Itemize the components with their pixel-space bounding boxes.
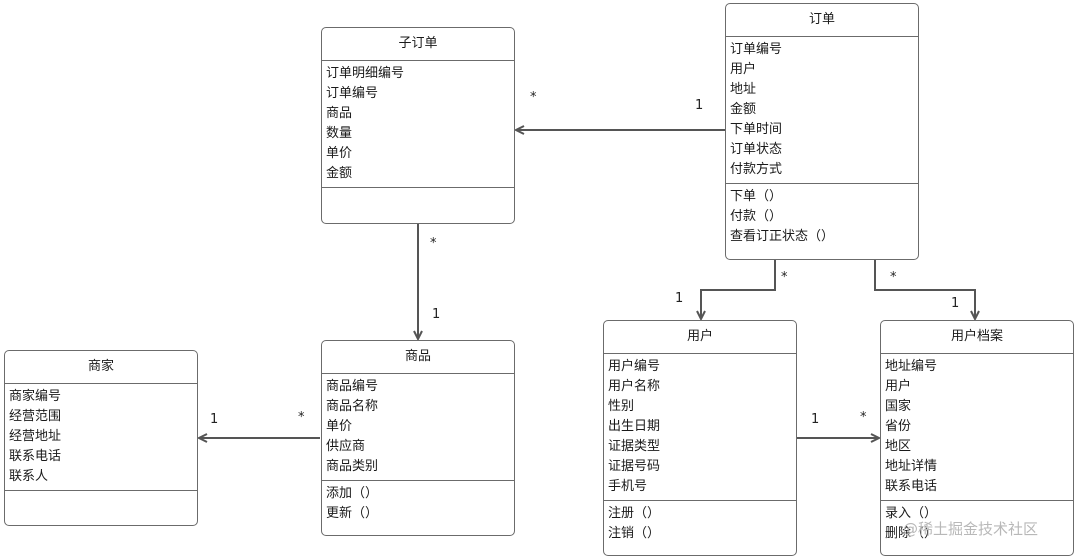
- class-attribute: 经营地址: [9, 429, 62, 444]
- class-operation: 下单（）: [730, 189, 783, 204]
- class-attribute: 商品编号: [326, 379, 379, 394]
- class-attribute: 联系人: [9, 469, 49, 484]
- class-attribute: 经营范围: [9, 409, 62, 424]
- class-attributes: 订单明细编号订单编号商品数量单价金额: [322, 61, 514, 188]
- class-attributes: 商品编号商品名称单价供应商商品类别: [322, 374, 514, 481]
- class-attributes: 地址编号用户国家省份地区地址详情联系电话: [881, 354, 1073, 501]
- class-attribute: 用户: [885, 379, 912, 394]
- class-operations: 添加（） 更新（）: [322, 481, 514, 527]
- class-operation: 录入（）: [885, 506, 938, 521]
- mult-product-merchant-dst: 1: [210, 412, 218, 427]
- class-title: 商品: [322, 341, 514, 374]
- class-profile[interactable]: 用户档案 地址编号用户国家省份地区地址详情联系电话 录入（） 删除（）: [880, 320, 1074, 556]
- class-attribute: 商家编号: [9, 389, 62, 404]
- class-operation: 查看订正状态（）: [730, 229, 835, 244]
- class-attribute: 地址: [730, 82, 757, 97]
- class-suborder[interactable]: 子订单 订单明细编号订单编号商品数量单价金额: [321, 27, 515, 224]
- class-attributes: 用户编号用户名称性别出生日期证据类型证据号码手机号: [604, 354, 796, 501]
- class-operations: 录入（） 删除（）: [881, 501, 1073, 547]
- class-operation: 更新（）: [326, 506, 379, 521]
- class-attribute: 地址编号: [885, 359, 938, 374]
- mult-order-suborder-src: 1: [695, 98, 703, 113]
- class-product[interactable]: 商品 商品编号商品名称单价供应商商品类别 添加（） 更新（）: [321, 340, 515, 536]
- class-attribute: 用户编号: [608, 359, 661, 374]
- class-user[interactable]: 用户 用户编号用户名称性别出生日期证据类型证据号码手机号 注册（） 注销（）: [603, 320, 797, 556]
- class-operation: 付款（）: [730, 209, 783, 224]
- mult-order-user-dst: 1: [675, 291, 683, 306]
- mult-suborder-product-src: *: [430, 236, 437, 251]
- class-operation: 注销（）: [608, 526, 661, 541]
- watermark: @稀土掘金技术社区: [903, 520, 1039, 538]
- mult-user-profile-dst: *: [860, 410, 867, 425]
- order-to-profile-line: [874, 260, 975, 319]
- mult-suborder-product-dst: 1: [432, 307, 440, 322]
- class-attribute: 单价: [326, 146, 353, 161]
- class-attribute: 联系电话: [9, 449, 62, 464]
- class-title: 用户档案: [881, 321, 1073, 354]
- class-attribute: 地址详情: [885, 459, 938, 474]
- class-title: 子订单: [322, 28, 514, 61]
- class-attribute: 订单状态: [730, 142, 783, 157]
- class-attribute: 国家: [885, 399, 912, 414]
- class-operation: 删除（）: [885, 526, 938, 541]
- class-attribute: 商品类别: [326, 459, 379, 474]
- class-attribute: 数量: [326, 126, 353, 141]
- class-attribute: 订单编号: [326, 86, 379, 101]
- order-to-user-line: [701, 260, 776, 319]
- class-attribute: 金额: [326, 166, 353, 181]
- class-operations: [322, 188, 514, 194]
- class-operations: [5, 491, 197, 497]
- class-attribute: 付款方式: [730, 162, 783, 177]
- class-operation: 注册（）: [608, 506, 661, 521]
- mult-product-merchant-src: *: [298, 410, 305, 425]
- class-attribute: 供应商: [326, 439, 366, 454]
- mult-order-profile-src: *: [890, 270, 897, 285]
- class-operations: 下单（） 付款（） 查看订正状态（）: [726, 184, 918, 250]
- class-attribute: 出生日期: [608, 419, 661, 434]
- class-title: 订单: [726, 4, 918, 37]
- class-attributes: 订单编号用户地址金额下单时间订单状态付款方式: [726, 37, 918, 184]
- class-attribute: 省份: [885, 419, 912, 434]
- class-attribute: 商品名称: [326, 399, 379, 414]
- class-title: 商家: [5, 351, 197, 384]
- class-attribute: 证据类型: [608, 439, 661, 454]
- class-attribute: 地区: [885, 439, 912, 454]
- class-attribute: 下单时间: [730, 122, 783, 137]
- mult-order-suborder-dst: *: [530, 90, 537, 105]
- class-merchant[interactable]: 商家 商家编号经营范围经营地址联系电话联系人: [4, 350, 198, 526]
- class-operation: 添加（）: [326, 486, 379, 501]
- class-attribute: 金额: [730, 102, 757, 117]
- class-title: 用户: [604, 321, 796, 354]
- class-attribute: 订单明细编号: [326, 66, 405, 81]
- class-attribute: 订单编号: [730, 42, 783, 57]
- class-attributes: 商家编号经营范围经营地址联系电话联系人: [5, 384, 197, 491]
- class-attribute: 用户: [730, 62, 757, 77]
- mult-order-user-src: *: [781, 270, 788, 285]
- class-attribute: 手机号: [608, 479, 648, 494]
- class-attribute: 商品: [326, 106, 353, 121]
- class-operations: 注册（） 注销（）: [604, 501, 796, 547]
- class-attribute: 证据号码: [608, 459, 661, 474]
- class-attribute: 用户名称: [608, 379, 661, 394]
- class-order[interactable]: 订单 订单编号用户地址金额下单时间订单状态付款方式 下单（） 付款（） 查看订正状态…: [725, 3, 919, 260]
- mult-order-profile-dst: 1: [951, 296, 959, 311]
- class-attribute: 单价: [326, 419, 353, 434]
- class-attribute: 联系电话: [885, 479, 938, 494]
- mult-user-profile-src: 1: [811, 412, 819, 427]
- class-attribute: 性别: [608, 399, 635, 414]
